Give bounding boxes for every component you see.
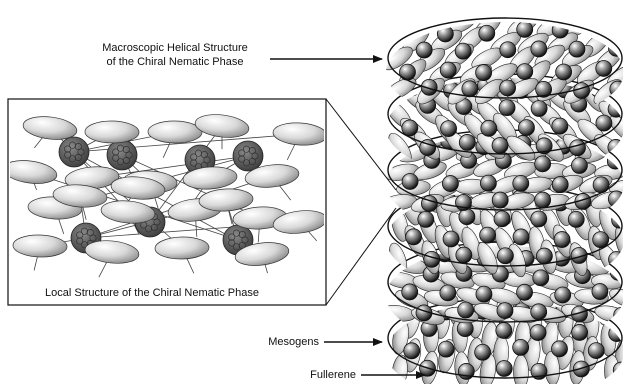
fullerene — [552, 118, 568, 134]
macro-label-line1: Macroscopic Helical Structure — [102, 42, 248, 54]
fullerene-label: Fullerene — [310, 369, 356, 381]
fullerene — [416, 42, 432, 58]
fullerene — [513, 175, 529, 191]
fullerene — [596, 115, 612, 131]
connector-line-top — [326, 99, 396, 190]
fullerene — [513, 229, 529, 245]
fullerene — [570, 140, 586, 156]
fullerene — [462, 81, 478, 97]
fullerene — [402, 173, 418, 189]
fullerene — [443, 231, 459, 247]
fullerene — [574, 83, 590, 99]
fullerene — [441, 121, 457, 137]
fullerene — [555, 287, 571, 303]
fullerene — [572, 324, 588, 340]
fullerene — [535, 156, 551, 172]
mesogens-label: Mesogens — [268, 336, 319, 348]
fullerene — [480, 227, 496, 243]
fullerene — [552, 177, 568, 193]
fullerene — [531, 304, 547, 320]
fullerene — [496, 361, 512, 377]
fullerene — [569, 41, 585, 57]
fullerene — [607, 153, 623, 169]
fullerene — [497, 248, 513, 264]
fullerene — [608, 191, 623, 207]
fullerene — [513, 339, 529, 355]
fullerene — [492, 137, 508, 153]
fullerene — [456, 247, 472, 263]
fullerene — [476, 286, 492, 302]
fullerene — [551, 341, 567, 357]
connector-line-bottom — [326, 208, 396, 305]
fullerene — [475, 344, 491, 360]
local-structure-inset: Local Structure of the Chiral Nematic Ph… — [2, 99, 328, 305]
helix-layer — [380, 7, 623, 109]
fullerene — [500, 42, 516, 58]
helical-column — [380, 7, 623, 384]
fullerene — [497, 303, 513, 319]
fullerene — [500, 80, 516, 96]
fullerene — [421, 196, 437, 212]
fullerene — [518, 120, 534, 136]
fullerene — [499, 100, 515, 116]
fullerene — [480, 175, 496, 191]
fullerene — [404, 343, 420, 359]
fullerene — [418, 211, 434, 227]
fullerene — [440, 285, 456, 301]
fullerene — [552, 22, 568, 38]
fullerene — [531, 211, 547, 227]
mesogen — [380, 8, 415, 42]
fullerene — [596, 60, 612, 76]
fullerene — [455, 43, 471, 59]
fullerene — [536, 248, 552, 264]
fullerene — [517, 64, 533, 80]
mesogen — [386, 241, 411, 278]
fullerene — [588, 343, 604, 359]
fullerene — [517, 284, 533, 300]
fullerene — [406, 229, 422, 245]
fullerene — [459, 134, 475, 150]
fullerene — [571, 158, 587, 174]
fullerene — [535, 192, 551, 208]
fullerene — [592, 284, 608, 300]
fullerene — [402, 120, 418, 136]
fullerene — [438, 341, 454, 357]
fullerene — [494, 211, 510, 227]
local-structure-label: Local Structure of the Chiral Nematic Ph… — [45, 287, 259, 299]
fullerene — [458, 302, 474, 318]
fullerene — [459, 209, 475, 225]
fullerene — [593, 232, 609, 248]
fullerene — [554, 232, 570, 248]
fullerene — [492, 192, 508, 208]
fullerene — [437, 26, 453, 42]
fullerene — [402, 284, 418, 300]
fullerene — [556, 64, 572, 80]
fullerene — [440, 62, 456, 78]
fullerene — [479, 25, 495, 41]
fullerene — [530, 325, 546, 341]
fullerene — [533, 270, 549, 286]
fullerene — [531, 101, 547, 117]
fullerene — [517, 21, 533, 37]
macro-label-line2: of the Chiral Nematic Phase — [107, 56, 244, 68]
fullerene — [531, 41, 547, 57]
fullerene — [610, 81, 623, 97]
fullerene — [442, 176, 458, 192]
mesogen — [85, 121, 139, 144]
fullerene — [481, 120, 497, 136]
fullerene — [476, 65, 492, 81]
fullerene — [568, 211, 584, 227]
fullerene — [496, 322, 512, 338]
